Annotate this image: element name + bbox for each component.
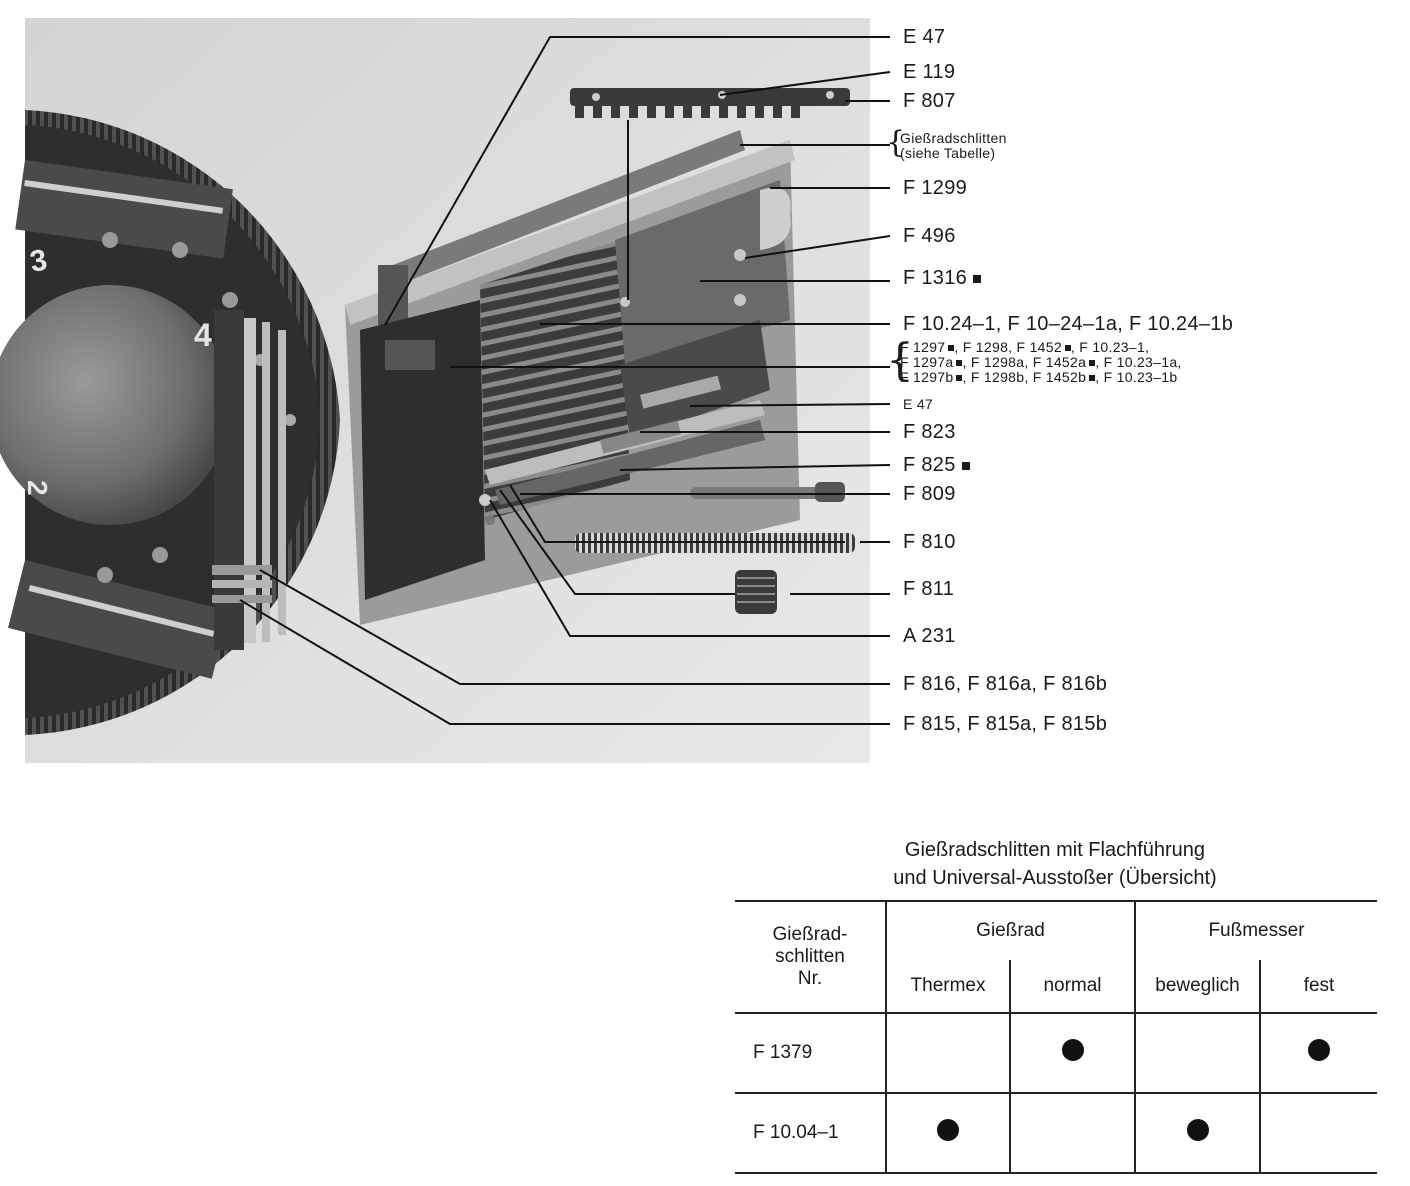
- callout-e47-top: E 47: [903, 26, 946, 48]
- callout-f825-text: F 825: [903, 454, 956, 476]
- group-line-1: F 1297, F 1298, F 1452, F 10.23–1,: [900, 339, 1150, 355]
- header-fest: fest: [1259, 960, 1377, 1014]
- header-giessrad: Gießrad: [885, 900, 1135, 960]
- marker-square-icon: [973, 275, 982, 283]
- slide-note-line2: (siehe Tabelle): [900, 145, 996, 161]
- row-nr: F 10.04–1: [735, 1093, 886, 1174]
- callout-f825: F 825: [903, 454, 970, 476]
- wheel-digit-3: 3: [27, 243, 49, 278]
- marker-square-icon: [956, 375, 963, 381]
- filled-dot-icon: [937, 1119, 959, 1141]
- cell-beweglich: [1134, 1013, 1260, 1094]
- callout-f809: F 809: [903, 483, 956, 505]
- cell-normal: [1009, 1093, 1135, 1174]
- header-thermex: Thermex: [885, 960, 1010, 1014]
- overview-table: Gießrad- schlitten Nr. Gießrad Fußmesser…: [735, 900, 1377, 1174]
- header-slide-nr: Gießrad- schlitten Nr.: [735, 900, 886, 1014]
- leader-lines: [239, 36, 891, 725]
- cell-normal: [1009, 1013, 1135, 1094]
- marker-square-icon: [1089, 375, 1096, 381]
- table-title: Gießradschlitten mit Flachführung und Un…: [735, 836, 1375, 892]
- callout-f496: F 496: [903, 225, 956, 247]
- callout-f1024: F 10.24–1, F 10–24–1a, F 10.24–1b: [903, 313, 1234, 335]
- marker-square-icon: [961, 462, 970, 470]
- cell-thermex: [885, 1093, 1010, 1174]
- cell-fest: [1259, 1013, 1377, 1094]
- marker-square-icon: [948, 345, 955, 351]
- marker-square-icon: [1064, 345, 1071, 351]
- callout-f1316-text: F 1316: [903, 267, 968, 289]
- filled-dot-icon: [1186, 1119, 1209, 1141]
- callout-f810: F 810: [903, 531, 956, 553]
- slide-note: Gießradschlitten (siehe Tabelle): [900, 131, 1007, 161]
- callout-f1299: F 1299: [903, 177, 968, 199]
- row-nr: F 1379: [735, 1013, 886, 1094]
- cell-beweglich: [1134, 1093, 1260, 1174]
- callout-f1316: F 1316: [903, 267, 982, 289]
- wheel-digit-4: 4: [194, 317, 212, 353]
- group-line-3: F 1297b, F 1298b, F 1452b, F 10.23–1b: [900, 369, 1178, 385]
- filled-dot-icon: [1308, 1039, 1330, 1061]
- marker-square-icon: [1089, 360, 1096, 366]
- cell-fest: [1259, 1093, 1377, 1174]
- table-title-line1: Gießradschlitten mit Flachführung: [904, 839, 1206, 861]
- group-brace: {: [886, 335, 914, 386]
- table-title-line2: und Universal-Ausstoßer (Übersicht): [893, 867, 1217, 889]
- slide-note-line1: Gießradschlitten: [900, 130, 1007, 146]
- callout-f807: F 807: [903, 90, 956, 112]
- group-line-2: F 1297a, F 1298a, F 1452a, F 10.23–1a,: [900, 354, 1182, 370]
- gear-wheel: 3 4 2: [0, 110, 340, 735]
- header-normal: normal: [1009, 960, 1135, 1014]
- table-row: F 10.04–1: [735, 1093, 1377, 1174]
- header-fussmesser: Fußmesser: [1134, 900, 1377, 960]
- callout-f811: F 811: [903, 578, 955, 600]
- header-beweglich: beweglich: [1134, 960, 1260, 1014]
- casting-wheel-photo: 3 4 2: [0, 18, 891, 763]
- callout-f823: F 823: [903, 421, 956, 443]
- callout-f815: F 815, F 815a, F 815b: [903, 713, 1108, 735]
- callout-f816: F 816, F 816a, F 816b: [903, 673, 1108, 695]
- slide-note-brace: {: [886, 125, 906, 160]
- callout-a231: A 231: [903, 625, 956, 647]
- slide-assembly: [345, 130, 800, 625]
- filled-dot-icon: [1061, 1039, 1084, 1061]
- callout-e119: E 119: [903, 61, 956, 83]
- table-row: F 1379: [735, 1013, 1377, 1094]
- wheel-digit-2: 2: [22, 480, 53, 496]
- cell-thermex: [885, 1013, 1010, 1094]
- callout-e47-mid: E 47: [903, 396, 933, 412]
- group-list: F 1297, F 1298, F 1452, F 10.23–1, F 129…: [900, 340, 1182, 385]
- marker-square-icon: [956, 360, 963, 366]
